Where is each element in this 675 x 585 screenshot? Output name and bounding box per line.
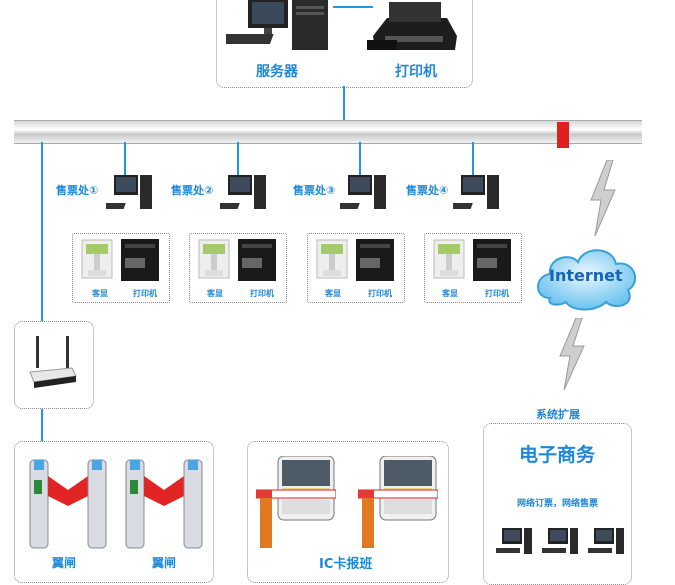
gate2-icon bbox=[124, 456, 204, 552]
office2-computer-icon bbox=[220, 175, 266, 215]
server-printer-label: 打印机 bbox=[395, 64, 437, 80]
office4-computer-icon bbox=[453, 175, 499, 215]
internet-label: Internet bbox=[549, 266, 623, 285]
office4-display-label: 客显 bbox=[442, 289, 458, 298]
lightning-upper-icon bbox=[589, 160, 617, 236]
office4-label: 售票处④ bbox=[406, 184, 449, 197]
server-label: 服务器 bbox=[256, 64, 298, 80]
office2-display-label: 客显 bbox=[207, 289, 223, 298]
server-printer-link bbox=[333, 6, 373, 8]
office1-computer-icon bbox=[106, 175, 152, 215]
office4-printer-icon bbox=[472, 238, 512, 282]
office1-printer-icon bbox=[120, 238, 160, 282]
office3-label: 售票处③ bbox=[293, 184, 336, 197]
office3-printer-icon bbox=[355, 238, 395, 282]
gate1-icon bbox=[28, 456, 108, 552]
office3-printer-label: 打印机 bbox=[368, 289, 392, 298]
office4-drop-line bbox=[472, 142, 474, 180]
office2-label: 售票处② bbox=[171, 184, 214, 197]
office2-printer-icon bbox=[237, 238, 277, 282]
office4-printer-label: 打印机 bbox=[485, 289, 509, 298]
ic-bus2-icon bbox=[358, 456, 438, 550]
ic-bus1-icon bbox=[256, 456, 336, 550]
gate1-label: 翼闸 bbox=[52, 556, 77, 570]
office3-display-label: 客显 bbox=[325, 289, 341, 298]
office3-computer-icon bbox=[340, 175, 386, 215]
office3-display-icon bbox=[315, 238, 349, 282]
ecommerce-subtitle: 网络订票，网络售票 bbox=[517, 499, 599, 509]
office1-display-icon bbox=[80, 238, 114, 282]
server-computer-icon bbox=[226, 0, 336, 52]
router-icon bbox=[28, 336, 78, 392]
office2-display-icon bbox=[197, 238, 231, 282]
office1-drop-line bbox=[124, 142, 126, 180]
office3-drop-line bbox=[359, 142, 361, 180]
office4-display-icon bbox=[432, 238, 466, 282]
left-drop-line bbox=[41, 142, 43, 322]
server-printer-icon bbox=[367, 0, 459, 54]
gate2-label: 翼闸 bbox=[152, 556, 177, 570]
ecommerce-computers-icon bbox=[496, 526, 626, 562]
office1-printer-label: 打印机 bbox=[133, 289, 157, 298]
internet-cloud-icon bbox=[532, 240, 644, 312]
expansion-label: 系统扩展 bbox=[536, 408, 580, 421]
ecommerce-box bbox=[483, 423, 632, 585]
server-drop-line bbox=[343, 86, 345, 130]
lightning-lower-icon bbox=[558, 318, 586, 390]
office2-drop-line bbox=[237, 142, 239, 180]
network-backbone bbox=[14, 120, 642, 144]
router-drop-line bbox=[41, 407, 43, 443]
ic-card-label: IC卡报班 bbox=[319, 557, 373, 572]
office2-printer-label: 打印机 bbox=[250, 289, 274, 298]
router-box bbox=[14, 321, 94, 409]
bus-marker bbox=[557, 122, 569, 148]
ecommerce-title: 电子商务 bbox=[519, 444, 596, 466]
office1-display-label: 客显 bbox=[92, 289, 108, 298]
office1-label: 售票处① bbox=[56, 184, 99, 197]
